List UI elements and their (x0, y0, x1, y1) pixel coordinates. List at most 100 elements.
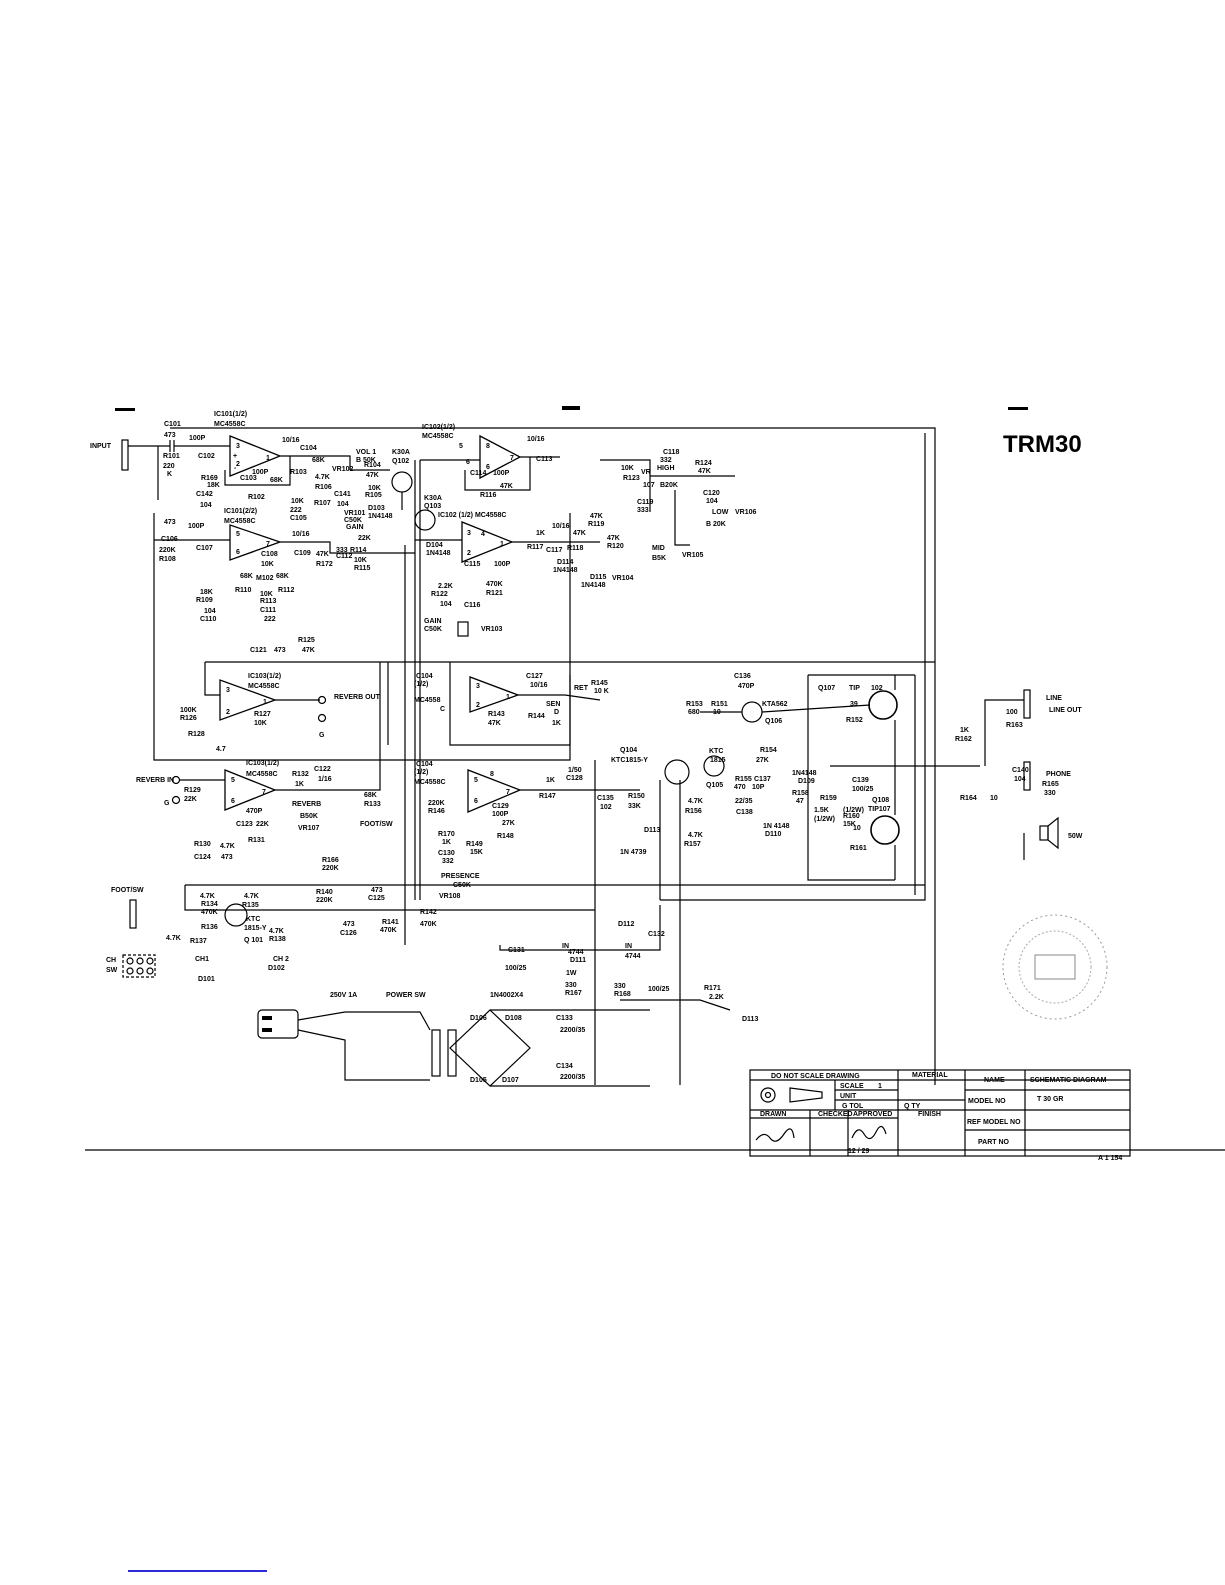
svg-text:332: 332 (660, 457, 672, 464)
svg-text:4: 4 (481, 531, 485, 538)
svg-text:T 30 GR: T 30 GR (1037, 1096, 1063, 1103)
svg-text:C: C (440, 706, 445, 713)
svg-text:100/25: 100/25 (648, 986, 670, 993)
svg-text:C128: C128 (566, 775, 583, 782)
svg-text:CH: CH (106, 957, 116, 964)
svg-text:NAME: NAME (984, 1077, 1005, 1084)
svg-text:C134: C134 (556, 1063, 573, 1070)
svg-text:K30A: K30A (392, 449, 410, 456)
svg-text:1: 1 (506, 694, 510, 701)
svg-text:D109: D109 (798, 778, 815, 785)
opamp-ic102b (461, 521, 514, 563)
svg-text:R152: R152 (846, 717, 863, 724)
svg-text:D111: D111 (570, 957, 586, 964)
line-out-jack (1023, 689, 1031, 719)
svg-text:IC103(1/2): IC103(1/2) (248, 673, 281, 680)
svg-text:MC4558: MC4558 (414, 697, 441, 704)
svg-text:MC4558C: MC4558C (214, 421, 246, 428)
svg-text:C141: C141 (334, 491, 351, 498)
reverb-out-ground-terminal (317, 713, 327, 723)
svg-text:470P: 470P (738, 683, 755, 690)
svg-text:GAIN: GAIN (424, 618, 442, 625)
svg-text:Q 101: Q 101 (244, 937, 263, 944)
svg-text:R119: R119 (588, 521, 604, 528)
svg-text:27K: 27K (756, 757, 769, 764)
svg-text:15K: 15K (843, 821, 856, 828)
svg-text:MC4558C: MC4558C (246, 771, 278, 778)
svg-text:107: 107 (643, 482, 655, 489)
svg-text:39: 39 (850, 701, 858, 708)
svg-text:R126: R126 (180, 715, 197, 722)
footer-link-underline (128, 1570, 267, 1572)
svg-text:470K: 470K (486, 581, 503, 588)
svg-text:D107: D107 (502, 1077, 519, 1084)
svg-text:102: 102 (871, 685, 883, 692)
svg-text:C139: C139 (852, 777, 869, 784)
svg-text:R156: R156 (685, 808, 702, 815)
svg-text:C118: C118 (663, 449, 679, 456)
svg-text:MATERIAL: MATERIAL (912, 1072, 948, 1079)
svg-text:18K: 18K (207, 482, 220, 489)
svg-text:104: 104 (337, 501, 349, 508)
svg-text:HIGH: HIGH (657, 465, 675, 472)
svg-text:100P: 100P (493, 470, 510, 477)
svg-text:10: 10 (853, 825, 861, 832)
wire (499, 905, 661, 951)
svg-text:68K: 68K (312, 457, 325, 464)
svg-text:47K: 47K (302, 647, 315, 654)
svg-text:FINISH: FINISH (918, 1111, 941, 1118)
svg-text:330: 330 (1044, 790, 1056, 797)
wire (297, 1029, 430, 1081)
svg-text:R151: R151 (711, 701, 728, 708)
svg-text:47K: 47K (488, 720, 501, 727)
svg-text:DO NOT SCALE DRAWING: DO NOT SCALE DRAWING (771, 1073, 860, 1080)
svg-text:1815: 1815 (710, 757, 726, 764)
svg-text:47: 47 (796, 798, 804, 805)
svg-text:CH 2: CH 2 (273, 956, 289, 963)
svg-text:100P: 100P (494, 561, 511, 568)
input-jack (121, 439, 129, 471)
speaker-cone (1047, 816, 1059, 850)
svg-text:100P: 100P (492, 811, 509, 818)
svg-text:LOW: LOW (712, 509, 729, 516)
svg-text:7: 7 (262, 789, 266, 796)
wire (464, 457, 531, 491)
svg-text:1N 4148: 1N 4148 (763, 823, 790, 830)
svg-text:R167: R167 (565, 990, 582, 997)
svg-text:5: 5 (236, 531, 240, 538)
ac-plug (257, 1009, 299, 1039)
svg-text:SCALE: SCALE (840, 1083, 864, 1090)
svg-text:473: 473 (221, 854, 233, 861)
svg-text:473: 473 (164, 519, 176, 526)
svg-text:102: 102 (600, 804, 612, 811)
transistor-q103 (414, 509, 436, 531)
svg-text:R170: R170 (438, 831, 455, 838)
svg-text:R148: R148 (497, 833, 514, 840)
svg-text:Q104: Q104 (620, 747, 637, 754)
svg-text:6: 6 (466, 459, 470, 466)
svg-text:100/25: 100/25 (852, 786, 874, 793)
wire (297, 1011, 431, 1031)
svg-text:470K: 470K (201, 909, 218, 916)
svg-text:IC103(1/2): IC103(1/2) (246, 760, 279, 767)
svg-text:IC101(1/2): IC101(1/2) (214, 411, 247, 418)
line-out-label: LINE OUT (1049, 707, 1082, 714)
svg-text:VR105: VR105 (682, 552, 704, 559)
svg-text:KTA562: KTA562 (762, 701, 788, 708)
wire-frame (170, 427, 936, 1085)
svg-text:C123: C123 (236, 821, 253, 828)
svg-text:D110: D110 (765, 831, 781, 838)
svg-text:R155: R155 (735, 776, 752, 783)
wire (807, 675, 895, 881)
svg-text:47K: 47K (698, 468, 711, 475)
svg-text:VR107: VR107 (298, 825, 320, 832)
svg-text:4744: 4744 (568, 949, 584, 956)
svg-text:REVERB: REVERB (292, 801, 321, 808)
svg-text:4.7K: 4.7K (688, 832, 703, 839)
svg-text:R158: R158 (792, 790, 809, 797)
svg-text:C50K: C50K (453, 882, 471, 889)
transistor-q107 (868, 690, 898, 720)
svg-text:22K: 22K (256, 821, 269, 828)
svg-text:10K: 10K (354, 557, 367, 564)
